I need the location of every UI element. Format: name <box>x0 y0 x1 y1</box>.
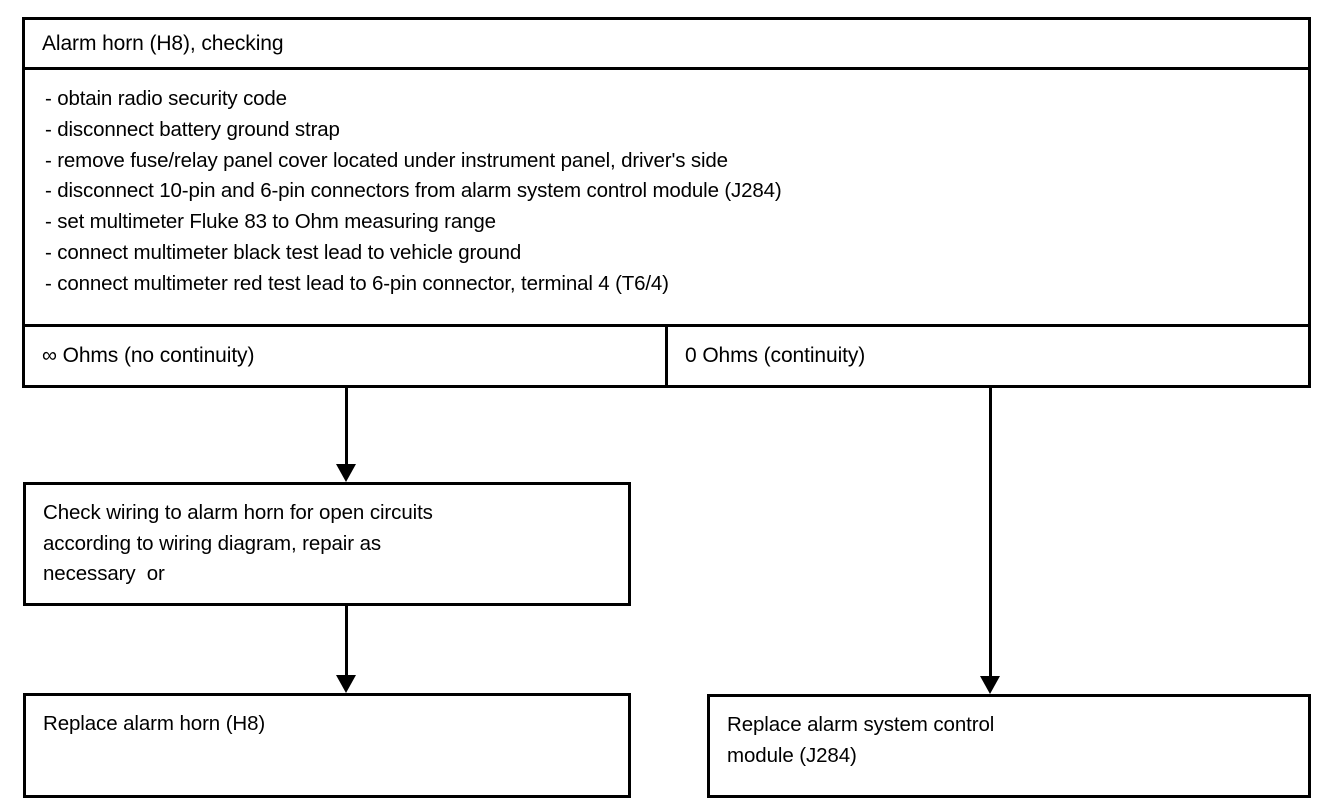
arrow-stem <box>345 606 348 677</box>
outcome-text-line: Replace alarm horn (H8) <box>43 712 266 735</box>
table-header-row: Alarm horn (H8), checking <box>25 20 1308 70</box>
outcome-text-line: Replace alarm system control <box>727 713 995 736</box>
outcome-box-replace-horn: Replace alarm horn (H8) <box>23 693 631 798</box>
arrow-stem <box>345 388 348 466</box>
result-label-no-continuity: ∞ Ohms (no continuity) <box>42 344 255 367</box>
decision-table: Alarm horn (H8), checking - obtain radio… <box>22 17 1311 388</box>
outcome-text-line: necessary or <box>43 562 165 585</box>
procedure-step: - obtain radio security code <box>45 87 287 110</box>
result-cell-continuity: 0 Ohms (continuity) <box>668 327 1308 385</box>
arrow-head-icon <box>980 676 1000 694</box>
procedure-step: - remove fuse/relay panel cover located … <box>45 148 728 172</box>
procedure-step-list: - obtain radio security code - disconnec… <box>25 70 1308 327</box>
procedure-step: - connect multimeter black test lead to … <box>45 240 522 264</box>
outcome-text-line: according to wiring diagram, repair as <box>43 531 382 555</box>
procedure-step: - connect multimeter red test lead to 6-… <box>45 271 669 295</box>
procedure-step: - disconnect battery ground strap <box>45 117 340 141</box>
arrow-head-icon <box>336 464 356 482</box>
procedure-step: - set multimeter Fluke 83 to Ohm measuri… <box>45 210 496 234</box>
outcome-text-line: module (J284) <box>727 743 857 767</box>
arrow-stem <box>989 388 992 678</box>
result-row: ∞ Ohms (no continuity) 0 Ohms (continuit… <box>25 327 1308 385</box>
arrow-head-icon <box>336 675 356 693</box>
diagram-title: Alarm horn (H8), checking <box>42 31 284 55</box>
result-label-continuity: 0 Ohms (continuity) <box>685 344 866 367</box>
outcome-box-check-wiring: Check wiring to alarm horn for open circ… <box>23 482 631 606</box>
procedure-step: - disconnect 10-pin and 6-pin connectors… <box>45 179 782 203</box>
result-cell-no-continuity: ∞ Ohms (no continuity) <box>25 327 668 385</box>
outcome-text-line: Check wiring to alarm horn for open circ… <box>43 501 433 524</box>
outcome-box-replace-module: Replace alarm system control module (J28… <box>707 694 1311 798</box>
